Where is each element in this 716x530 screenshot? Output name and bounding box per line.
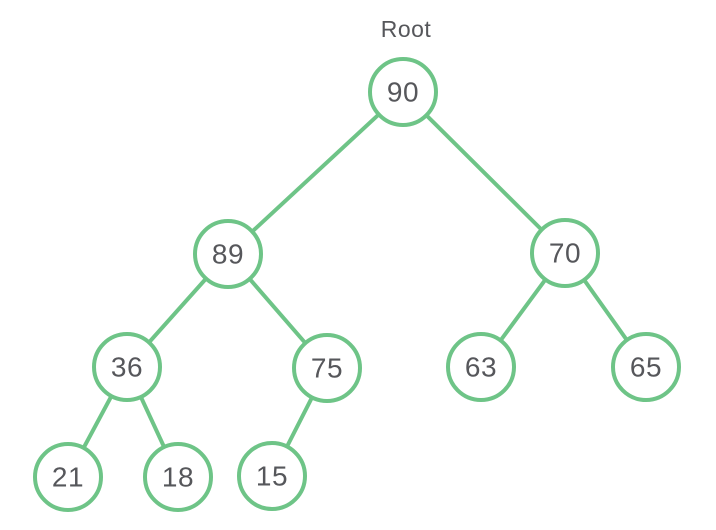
tree-node-circle — [368, 57, 438, 127]
root-label: Root — [381, 16, 432, 42]
tree-node-65: 65 — [611, 332, 681, 402]
tree-node-circle — [237, 441, 307, 511]
nodes-layer: 90 89 70 36 75 63 65 21 18 15 — [33, 57, 681, 512]
tree-node-18: 18 — [143, 442, 213, 512]
tree-node-circle — [193, 219, 263, 289]
tree-node-circle — [446, 332, 516, 402]
tree-node-value: 89 — [212, 239, 244, 270]
tree-node-circle — [292, 333, 362, 403]
tree-node-value: 21 — [52, 462, 84, 493]
tree-node-value: 36 — [111, 352, 143, 383]
tree-node-63: 63 — [446, 332, 516, 402]
tree-node-circle — [92, 332, 162, 402]
tree-node-15: 15 — [237, 441, 307, 511]
tree-node-21: 21 — [33, 442, 103, 512]
tree-node-value: 70 — [549, 238, 581, 269]
tree-node-36: 36 — [92, 332, 162, 402]
tree-node-value: 65 — [630, 352, 662, 383]
tree-node-value: 15 — [256, 461, 288, 492]
tree-node-value: 90 — [387, 77, 419, 108]
tree-node-90: 90 — [368, 57, 438, 127]
tree-edge — [226, 90, 405, 256]
tree-node-value: 75 — [311, 353, 343, 384]
tree-node-75: 75 — [292, 333, 362, 403]
tree-node-89: 89 — [193, 219, 263, 289]
tree-node-70: 70 — [530, 218, 600, 288]
tree-node-circle — [530, 218, 600, 288]
tree-node-circle — [143, 442, 213, 512]
tree-node-circle — [611, 332, 681, 402]
tree-node-value: 18 — [162, 462, 194, 493]
tree-node-circle — [33, 442, 103, 512]
tree-edge — [401, 90, 567, 255]
tree-node-value: 63 — [465, 352, 497, 383]
